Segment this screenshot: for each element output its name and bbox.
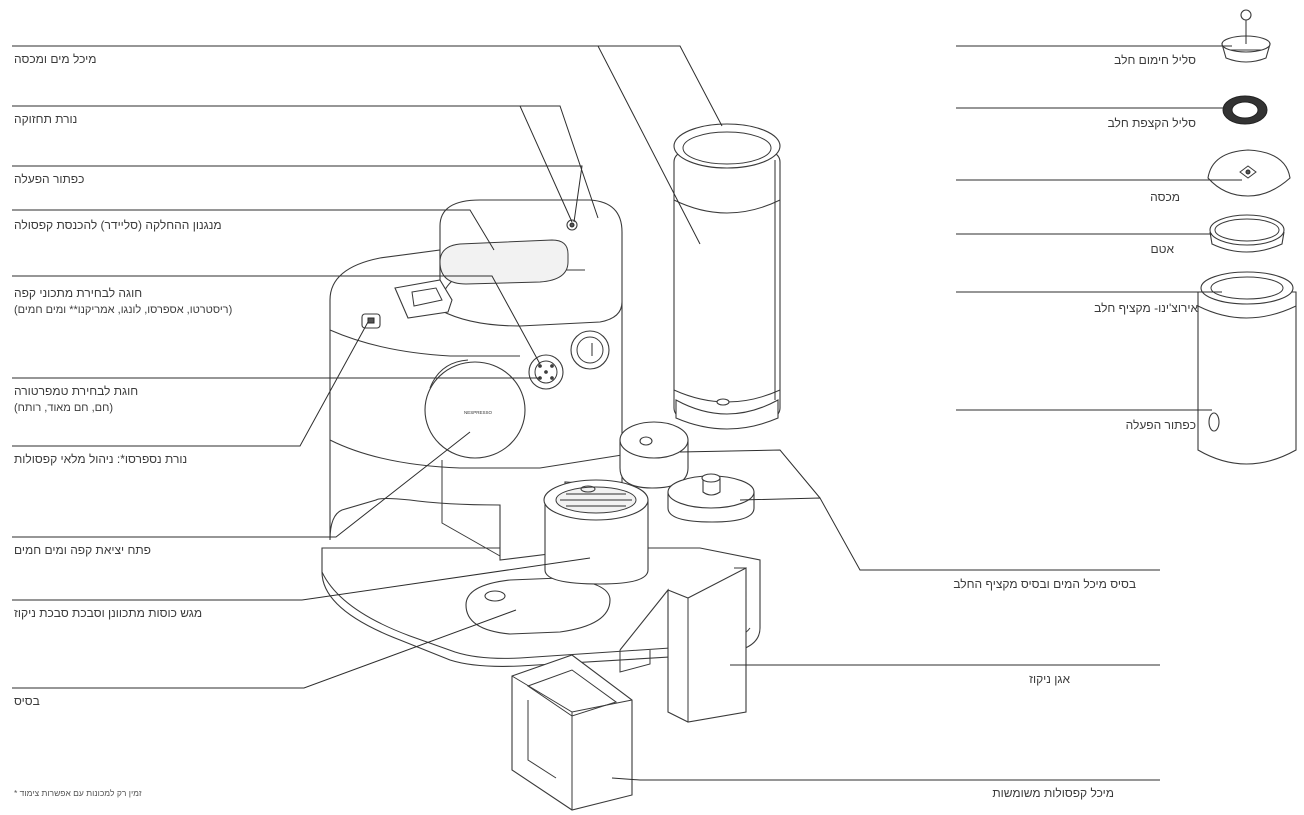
label-slider: מנגנון ההחלקה (סליידר) להכנסת קפסולה — [14, 218, 222, 232]
tank-base — [619, 421, 755, 523]
label-recipe-ring-options: (ריסטרטו, אספרסו, לונגו, אמריקנו** ומים … — [14, 304, 233, 316]
label-aero-button: כפתור הפעלה — [1125, 418, 1196, 432]
aeroccino-part — [1197, 271, 1297, 465]
heating-whisk-part — [1221, 9, 1271, 63]
seal-part — [1209, 214, 1285, 253]
label-power-button: כפתור הפעלה — [14, 172, 85, 186]
lid-part — [1207, 149, 1291, 197]
label-recipe-ring: חוגה לבחירת מתכוני קפה — [14, 286, 143, 300]
label-seal: אטם — [1150, 242, 1174, 256]
label-maintenance-light: נורת תחזוקה — [14, 112, 78, 126]
label-aeroccino: אירוצ'ינו- מקציף חלב — [1094, 301, 1198, 315]
label-temp-dial-options: (חם, חם מאוד, רותח) — [14, 402, 114, 414]
frothing-whisk-part — [1222, 95, 1268, 125]
label-heating-whisk: סליל חימום חלב — [1114, 53, 1196, 67]
label-frothing-whisk: סליל הקצפת חלב — [1107, 116, 1196, 130]
coffee-machine: NESPRESSO — [321, 199, 761, 667]
label-capsule-light: נורת נספרסו*: ניהול מלאי קפסולות — [14, 452, 188, 466]
label-water-tank: מיכל מים ומכסה — [14, 52, 97, 66]
drip-bucket — [619, 567, 747, 723]
label-coffee-outlet: פתח יציאת קפה ומים חמים — [14, 543, 151, 557]
label-base: בסיס — [14, 694, 40, 708]
label-drip-bucket: אגן ניקוז — [1029, 672, 1070, 686]
label-drip-tray: מגש כוסות מתכוונן וסבכת סבכת ניקוז — [14, 606, 203, 620]
water-tank — [673, 123, 781, 430]
label-capsule-container: מיכל קפסולות משומשות — [992, 786, 1114, 800]
capsule-container — [511, 654, 633, 811]
label-temp-dial: חוגת לבחירת טמפרטורה — [14, 384, 139, 398]
machine-logo: NESPRESSO — [464, 410, 493, 415]
footnote: * זמין רק למכונות עם אפשרות צימוד — [14, 788, 142, 798]
label-lid: מכסה — [1150, 190, 1180, 204]
leader-lines — [12, 45, 723, 689]
label-tank-base: בסיס מיכל המים ובסיס מקציף החלב — [953, 577, 1136, 591]
leader-lines-right — [611, 45, 1242, 781]
